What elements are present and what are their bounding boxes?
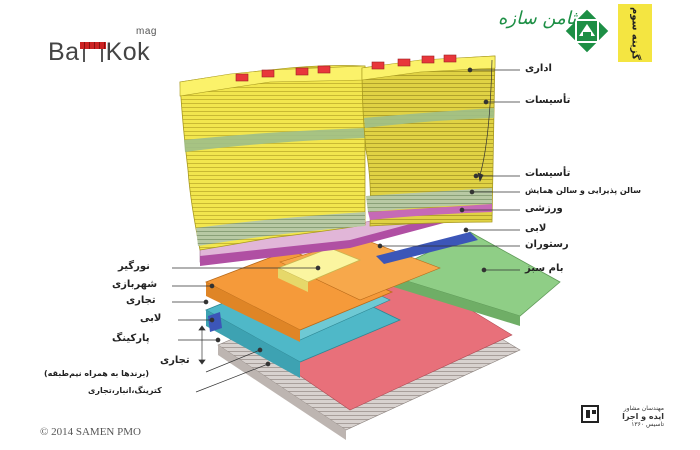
right-tower <box>361 55 496 227</box>
copyright: © 2014 SAMEN PMO <box>40 426 141 438</box>
label-sports: ورزشی <box>525 203 563 214</box>
bamkok-logo: Ba Kok mag <box>48 26 156 67</box>
label-facilities-lower: تأسیسات <box>525 168 571 179</box>
brand-name: ثامن سازه <box>498 8 577 29</box>
label-parking: پارکینگ <box>112 333 150 344</box>
studio-line-3: تاسیس ۱۳۶۰ <box>631 421 664 428</box>
studio-line-1: مهندسان مشاور <box>623 405 664 412</box>
label-office: اداری <box>525 63 552 74</box>
logo-text-kok: Kok <box>105 38 151 66</box>
label-lobby-right: لابی <box>525 223 547 234</box>
label-commercial-lower: تجاری <box>160 355 190 366</box>
label-lobby-left: لابی <box>140 313 162 324</box>
label-brands-note: (برندها به همراه نیم‌طبقه) <box>44 369 149 378</box>
studio-line-2: ایده و اجرا <box>622 412 664 421</box>
option-tab-label: گزینه سوم <box>629 6 641 60</box>
label-commercial-upper: تجاری <box>126 295 156 306</box>
logo-sub: mag <box>136 26 157 37</box>
shop-awning-icon <box>79 42 106 62</box>
left-tower <box>179 65 366 251</box>
label-skylight: نورگیر <box>118 261 150 272</box>
label-amusement: شهربازی <box>112 279 158 290</box>
studio-name: مهندسان مشاور ایده و اجرا تاسیس ۱۳۶۰ <box>604 405 664 429</box>
option-tab: گزینه سوم <box>618 4 652 62</box>
blue-strips <box>208 232 478 332</box>
logo-text-b: Ba <box>48 38 80 66</box>
roof-units <box>235 54 457 82</box>
label-green-roof: بام سبز <box>525 263 564 274</box>
label-catering: کترینگ،انبار،تجاری <box>88 386 162 395</box>
tiles-emblem-icon <box>565 9 609 53</box>
label-reception-hall: سالن پذیرایی و سالن همایش <box>525 186 641 195</box>
skylight-block <box>276 247 362 292</box>
left-leaders <box>172 265 321 393</box>
studio-mark-icon <box>581 405 599 423</box>
label-restaurant: رستوران <box>525 239 569 250</box>
right-leaders <box>377 59 520 273</box>
label-facilities-upper: تأسیسات <box>525 95 571 106</box>
